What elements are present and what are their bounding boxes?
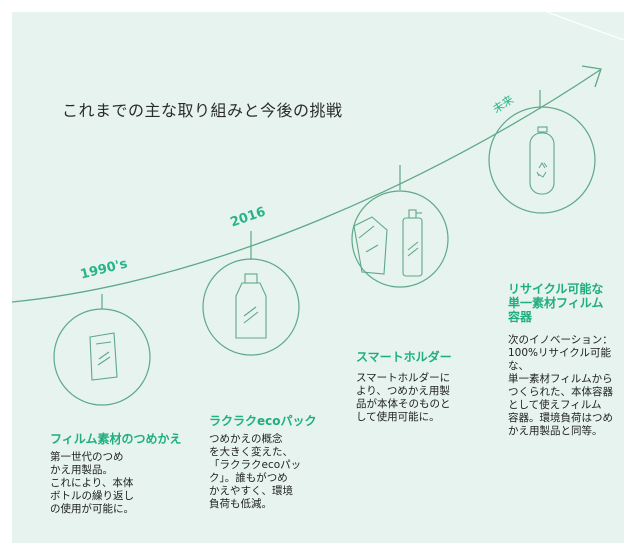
timeline-arrow-icon bbox=[581, 65, 602, 88]
milestone-circle-1 bbox=[53, 308, 151, 406]
milestone-circle-4 bbox=[488, 106, 596, 214]
recyclable-container-icon bbox=[529, 126, 555, 195]
page-title: これまでの主な取り組みと今後の挑戦 bbox=[62, 101, 343, 120]
timeline-curve bbox=[12, 69, 601, 303]
milestone-heading-smart-holder: スマートホルダー bbox=[356, 350, 452, 364]
decorative-arc bbox=[546, 12, 624, 41]
milestone-body-recyclable: 次のイノベーション： 100%リサイクル可能な、 単一素材フィルムから つくられ… bbox=[508, 334, 613, 437]
milestone-circle-3 bbox=[351, 190, 449, 288]
smart-holder-icon bbox=[353, 209, 423, 277]
eco-pack-pouch-icon bbox=[235, 273, 267, 339]
milestone-heading-recyclable: リサイクル可能な 単一素材フィルム 容器 bbox=[508, 282, 604, 324]
milestone-heading-eco-pack: ラクラクecoパック bbox=[209, 414, 317, 428]
diagram-canvas: これまでの主な取り組みと今後の挑戦 1990's 2016 未来 フィルム素材の… bbox=[12, 12, 624, 543]
timeline-artwork bbox=[12, 12, 624, 406]
milestone-body-smart-holder: スマートホルダーに より、つめかえ用製 品が本体そのものと して使用可能に。 bbox=[356, 372, 451, 423]
milestone-heading-film-refill: フィルム素材のつめかえ bbox=[50, 432, 182, 446]
milestone-body-eco-pack: つめかえの概念 を大きく変えた、 「ラクラクecoパッ ク」。誰もがつめ かえや… bbox=[209, 433, 302, 510]
milestone-circle-2 bbox=[202, 258, 300, 356]
film-refill-pouch-icon bbox=[89, 332, 118, 381]
milestone-body-film-refill: 第一世代のつめ かえ用製品。 これにより、本体 ボトルの繰り返し の使用が可能に… bbox=[50, 451, 134, 515]
